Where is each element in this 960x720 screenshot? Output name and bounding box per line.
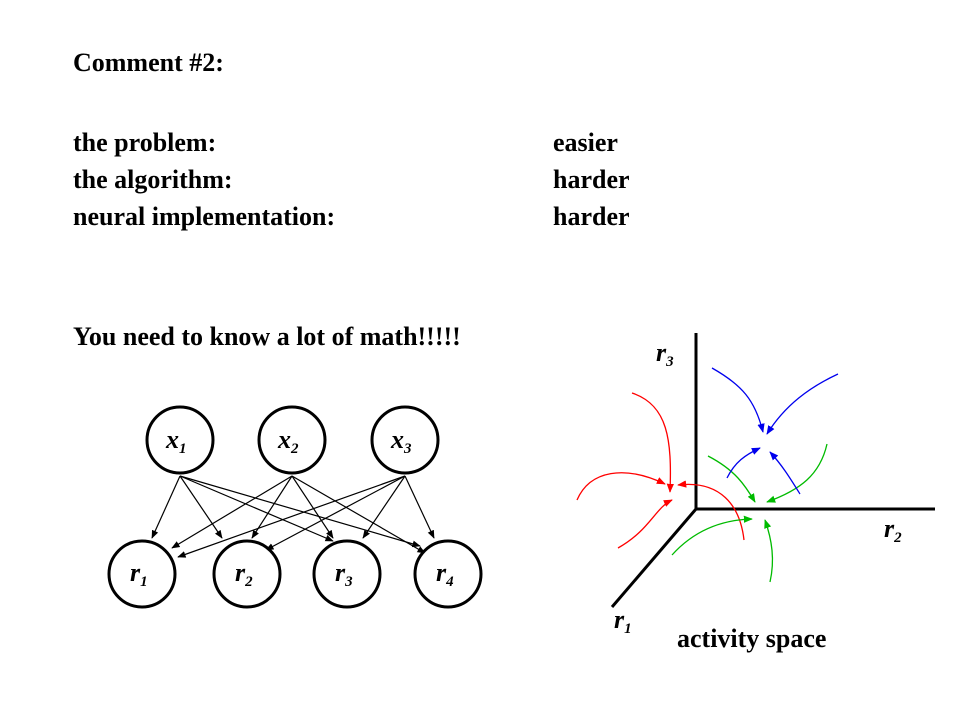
green-trajectory-3 xyxy=(671,515,753,556)
blue-trajectory-2 xyxy=(766,373,839,435)
edge-x3-r2 xyxy=(265,475,406,551)
axis-r1 xyxy=(610,508,698,608)
red-trajectory-1 xyxy=(631,392,674,493)
input-node-x2: x2 xyxy=(257,405,327,475)
output-node-r1: r1 xyxy=(107,539,177,609)
edge-x2-r4 xyxy=(291,475,426,554)
implementation-value: harder xyxy=(553,202,630,231)
slide-title: Comment #2: xyxy=(73,48,224,77)
blue-trajectories xyxy=(711,367,839,495)
edge-x2-r3 xyxy=(291,475,334,539)
svg-text:r1: r1 xyxy=(130,558,148,590)
svg-text:x2: x2 xyxy=(277,425,299,457)
svg-text:r4: r4 xyxy=(436,558,454,590)
input-node-x3: x3 xyxy=(370,405,440,475)
edge-x3-r4 xyxy=(404,475,435,539)
blue-trajectory-3 xyxy=(726,447,761,479)
edge-x1-r2 xyxy=(179,475,223,539)
red-trajectory-4 xyxy=(677,480,745,541)
problem-label: the problem: xyxy=(73,128,217,157)
green-trajectory-2 xyxy=(766,443,828,503)
edge-x3-r3 xyxy=(362,475,406,539)
blue-trajectory-1 xyxy=(711,367,765,433)
svg-text:r3: r3 xyxy=(335,558,353,590)
svg-text:x1: x1 xyxy=(165,425,187,457)
red-trajectory-2 xyxy=(576,472,666,501)
network-diagram xyxy=(151,475,435,558)
green-trajectories xyxy=(671,443,828,583)
algorithm-value: harder xyxy=(553,165,630,194)
green-trajectory-4 xyxy=(764,519,774,583)
algorithm-label: the algorithm: xyxy=(73,165,233,194)
svg-text:r2: r2 xyxy=(235,558,253,590)
axis-label-r2: r2 xyxy=(884,514,902,546)
implementation-label: neural implementation: xyxy=(73,202,336,231)
red-trajectory-3 xyxy=(617,499,673,549)
activity-space-caption: activity space xyxy=(677,624,827,653)
output-node-r2: r2 xyxy=(212,539,282,609)
edge-x1-r1 xyxy=(151,475,181,539)
output-node-r3: r3 xyxy=(312,539,382,609)
input-node-x1: x1 xyxy=(145,405,215,475)
red-trajectories xyxy=(576,392,745,549)
blue-trajectory-4 xyxy=(769,451,801,495)
svg-text:x3: x3 xyxy=(390,425,412,457)
activity-space-axes xyxy=(610,333,935,608)
problem-value: easier xyxy=(553,128,618,157)
axis-label-r1: r1 xyxy=(614,605,632,637)
edge-x1-r3 xyxy=(179,475,334,542)
edge-x2-r1 xyxy=(171,475,293,549)
edge-x3-r1 xyxy=(177,475,406,558)
edge-x1-r4 xyxy=(179,475,421,548)
math-note: You need to know a lot of math!!!!! xyxy=(73,322,461,351)
green-trajectory-1 xyxy=(707,455,756,503)
output-node-r4: r4 xyxy=(413,539,483,609)
axis-label-r3: r3 xyxy=(656,338,674,370)
